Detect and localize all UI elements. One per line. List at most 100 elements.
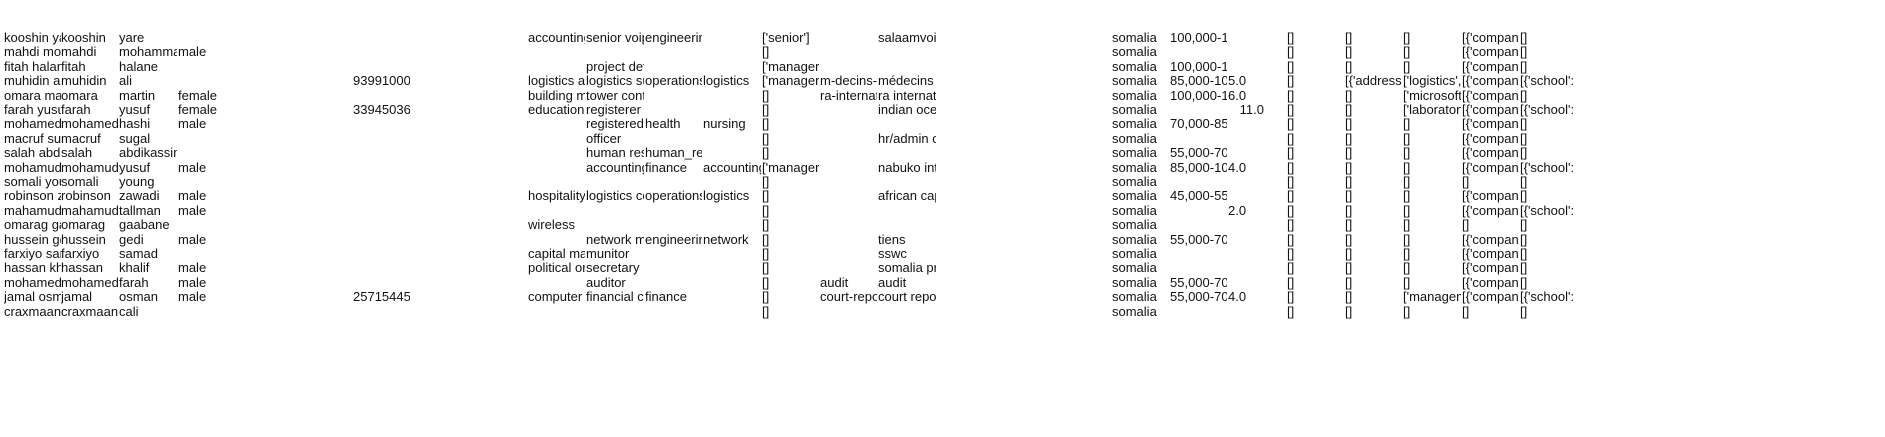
table-cell[interactable]: 11.0 [1239, 102, 1264, 117]
table-cell[interactable]: mahamud [61, 202, 118, 218]
table-cell[interactable]: finance [645, 289, 687, 305]
table-cell[interactable]: hr/admin o [878, 130, 936, 146]
table-cell[interactable]: [] [1345, 44, 1353, 60]
table-cell[interactable]: [] [1520, 217, 1528, 233]
table-cell[interactable]: [] [762, 130, 770, 146]
table-cell[interactable]: [] [1520, 44, 1528, 60]
table-cell[interactable]: 55,000-70, [1170, 274, 1227, 290]
table-cell[interactable]: [] [1403, 159, 1411, 175]
table-cell[interactable]: 2.0 [1228, 202, 1247, 218]
table-cell[interactable]: [{'company [1462, 102, 1519, 117]
table-cell[interactable]: yusuf [119, 159, 151, 175]
table-cell[interactable]: m-decins-s [820, 73, 877, 89]
table-cell[interactable]: [{'company [1462, 289, 1519, 305]
table-cell[interactable]: salah abdik [4, 145, 61, 161]
table-cell[interactable]: [] [1287, 73, 1295, 89]
table-cell[interactable]: craxmaan [61, 303, 118, 319]
table-cell[interactable]: macruf sug [4, 130, 61, 146]
table-cell[interactable]: hassan [61, 260, 103, 276]
table-cell[interactable]: farxiyo san [4, 246, 61, 261]
table-cell[interactable]: operations [645, 188, 702, 204]
table-cell[interactable]: [{'company [1462, 116, 1519, 132]
table-cell[interactable]: zawadi [119, 188, 160, 204]
table-cell[interactable]: 5.0 [1228, 73, 1247, 89]
table-cell[interactable]: male [178, 289, 207, 305]
table-cell[interactable]: male [178, 231, 207, 247]
table-cell[interactable]: [] [1345, 289, 1353, 305]
table-cell[interactable]: [] [1345, 87, 1353, 103]
table-cell[interactable]: mohamed h [4, 116, 61, 132]
table-cell[interactable]: somalia [1112, 260, 1157, 276]
table-cell[interactable]: fitah halane [4, 58, 61, 74]
table-cell[interactable]: samad [119, 246, 159, 261]
table-cell[interactable]: [] [1345, 30, 1353, 45]
table-cell[interactable]: kooshin [61, 30, 106, 45]
table-cell[interactable]: osman [119, 289, 159, 305]
table-cell[interactable]: hussein [61, 231, 106, 247]
table-cell[interactable]: [] [1287, 58, 1295, 74]
table-cell[interactable]: martin [119, 87, 156, 103]
table-cell[interactable]: 100,000-15 [1170, 87, 1227, 103]
table-cell[interactable]: gedi [119, 231, 144, 247]
table-cell[interactable]: [] [762, 303, 770, 319]
table-cell[interactable]: 100,000-15 [1170, 30, 1227, 45]
table-cell[interactable]: computer s [528, 289, 585, 305]
table-cell[interactable]: [] [1345, 260, 1353, 276]
table-cell[interactable]: [{'school': [1520, 202, 1575, 218]
table-cell[interactable]: [] [1345, 231, 1353, 247]
table-cell[interactable]: [] [1345, 188, 1353, 204]
table-cell[interactable]: capital mar [528, 246, 585, 261]
table-cell[interactable]: mohamed [61, 274, 118, 290]
table-cell[interactable]: craxmaan c [4, 303, 61, 319]
table-cell[interactable]: network [703, 231, 749, 247]
table-cell[interactable]: [{'company [1462, 44, 1519, 60]
table-cell[interactable]: [] [1520, 58, 1528, 74]
table-cell[interactable]: somalia [1112, 289, 1157, 305]
table-cell[interactable]: [] [762, 44, 770, 60]
table-cell[interactable]: [] [1520, 174, 1528, 189]
table-cell[interactable]: 6.0 [1228, 87, 1247, 103]
table-cell[interactable]: [] [1345, 303, 1353, 319]
table-cell[interactable]: somalia [1112, 73, 1157, 89]
table-cell[interactable]: 45,000-55, [1170, 188, 1227, 204]
table-cell[interactable]: somalia [1112, 246, 1157, 261]
table-cell[interactable]: ['manager'] [762, 73, 819, 89]
table-cell[interactable]: [] [1287, 246, 1295, 261]
table-cell[interactable]: somalia [1112, 174, 1157, 189]
table-cell[interactable]: 85,000-100 [1170, 159, 1227, 175]
table-cell[interactable]: halane [119, 58, 159, 74]
table-cell[interactable]: [] [1345, 130, 1353, 146]
table-cell[interactable]: [] [1403, 303, 1411, 319]
table-cell[interactable]: [{'address': [1345, 73, 1402, 89]
table-cell[interactable]: macruf [61, 130, 101, 146]
table-cell[interactable]: [] [1520, 145, 1528, 161]
table-cell[interactable]: accounting [586, 159, 644, 175]
table-cell[interactable]: somali you [4, 174, 61, 189]
table-cell[interactable]: logistics su [586, 73, 644, 89]
table-cell[interactable]: [] [1287, 116, 1295, 132]
table-cell[interactable]: mahamud t [4, 202, 61, 218]
table-cell[interactable]: [{'school': [1520, 73, 1575, 89]
table-cell[interactable]: [{'company [1462, 231, 1519, 247]
table-cell[interactable]: male [178, 44, 207, 60]
table-cell[interactable]: [] [1403, 274, 1411, 290]
table-cell[interactable]: mahdi moh [4, 44, 61, 60]
table-cell[interactable]: somalia [1112, 130, 1157, 146]
table-cell[interactable]: logistics co [586, 188, 644, 204]
table-cell[interactable]: [] [1287, 145, 1295, 161]
table-cell[interactable]: [] [762, 145, 770, 161]
table-cell[interactable]: [] [1403, 44, 1411, 60]
table-cell[interactable]: muhidin ali [4, 73, 61, 89]
table-cell[interactable]: 55,000-70, [1170, 231, 1227, 247]
table-cell[interactable]: [{'school': [1520, 102, 1575, 117]
table-cell[interactable]: [{'school': [1520, 159, 1575, 175]
table-cell[interactable]: [] [1345, 58, 1353, 74]
table-cell[interactable]: [] [1345, 116, 1353, 132]
table-cell[interactable]: [] [1287, 188, 1295, 204]
table-cell[interactable]: [] [1287, 274, 1295, 290]
table-cell[interactable]: somalia [1112, 44, 1157, 60]
table-cell[interactable]: 100,000-15 [1170, 58, 1227, 74]
table-cell[interactable]: omarag ga [4, 217, 61, 233]
table-cell[interactable]: somalia [1112, 231, 1157, 247]
table-cell[interactable]: health [645, 116, 681, 132]
